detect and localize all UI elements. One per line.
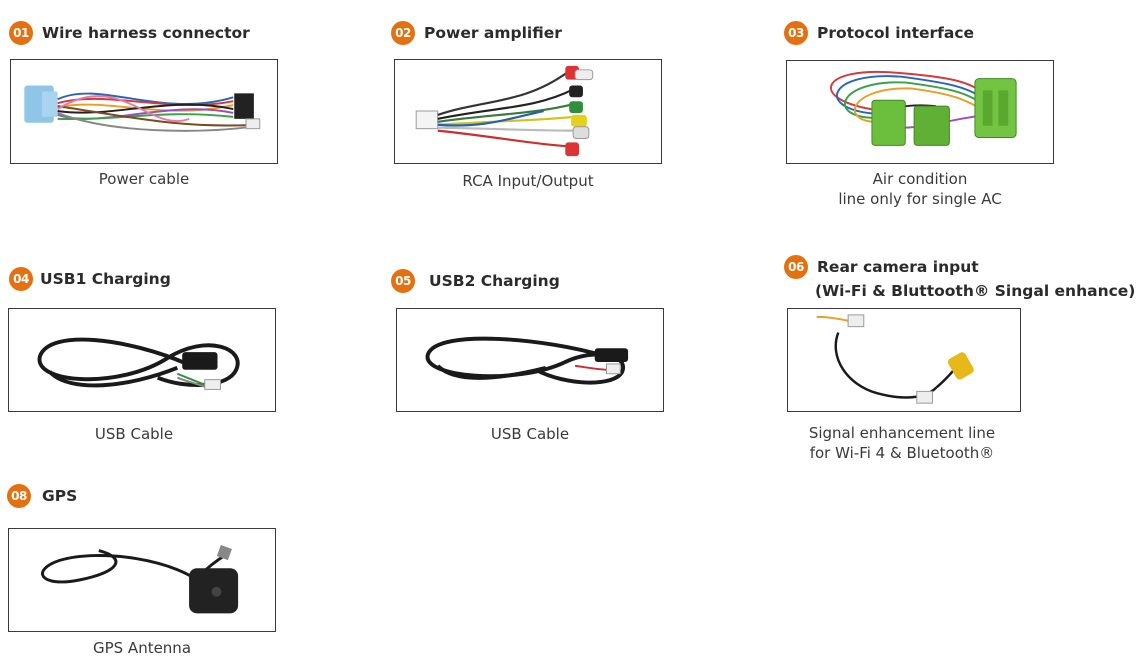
rca-cable-image xyxy=(394,59,662,164)
item-header: 06 Rear camera input (Wi-Fi & Bluttooth®… xyxy=(784,255,1135,303)
usb-cable-image xyxy=(8,308,276,412)
item-number-badge: 02 xyxy=(391,21,415,45)
item-caption: Power cable xyxy=(98,170,190,188)
item-header: 03 Protocol interface xyxy=(784,21,974,45)
item-header: 04 USB1 Charging xyxy=(9,267,171,291)
item-header: 01 Wire harness connector xyxy=(9,21,250,45)
item-number-badge: 04 xyxy=(9,267,33,291)
item-caption: USB Cable xyxy=(94,425,174,443)
item-number-badge: 03 xyxy=(784,21,808,45)
item-title-main: Rear camera input xyxy=(817,258,979,276)
item-title: GPS xyxy=(42,487,78,505)
item-header: 08 GPS xyxy=(7,484,77,508)
item-number-badge: 08 xyxy=(7,484,31,508)
protocol-interface-image xyxy=(786,60,1054,164)
item-header: 02 Power amplifier xyxy=(391,21,562,45)
item-number-badge: 06 xyxy=(784,255,808,279)
item-caption: Air condition line only for single AC xyxy=(838,170,1002,208)
wire-harness-image xyxy=(10,59,278,164)
item-title-subtitle: (Wi-Fi & Bluttooth® Singal enhance) xyxy=(815,282,1136,300)
item-title: USB1 Charging xyxy=(40,270,171,288)
item-caption: RCA Input/Output xyxy=(462,172,594,190)
item-title: USB2 Charging xyxy=(429,272,560,290)
item-number-badge: 01 xyxy=(9,21,33,45)
item-number-badge: 05 xyxy=(391,269,415,293)
camera-cable-image xyxy=(787,308,1021,412)
item-title: Protocol interface xyxy=(817,24,975,42)
item-title: Rear camera input (Wi-Fi & Bluttooth® Si… xyxy=(815,255,1136,303)
item-caption: GPS Antenna xyxy=(92,639,192,657)
item-title: Power amplifier xyxy=(424,24,562,42)
item-header: 05 USB2 Charging xyxy=(391,269,560,293)
item-title: Wire harness connector xyxy=(42,24,250,42)
item-caption: Signal enhancement line for Wi-Fi 4 & Bl… xyxy=(808,424,996,462)
gps-antenna-image xyxy=(8,528,276,632)
item-caption: USB Cable xyxy=(490,425,570,443)
usb-cable-image xyxy=(396,308,664,412)
